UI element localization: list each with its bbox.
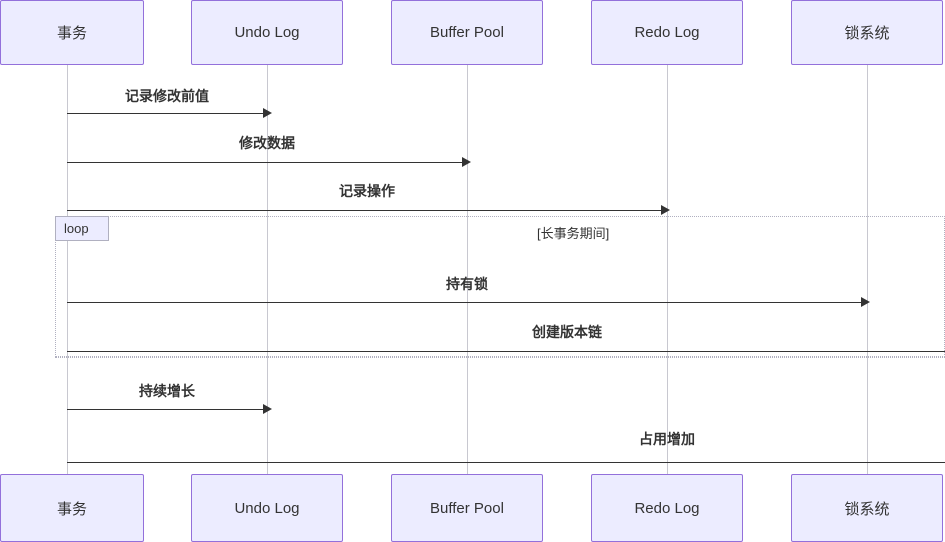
actor-box-transaction-top[interactable]: 事务 xyxy=(0,0,144,65)
message-label-usage-increase: 占用增加 xyxy=(639,431,695,447)
loop-fragment-divider xyxy=(55,357,945,358)
actor-label: Undo Log xyxy=(234,499,300,517)
actor-label: 事务 xyxy=(56,500,87,518)
actor-label: Buffer Pool xyxy=(430,499,504,517)
message-label-hold-lock: 持有锁 xyxy=(446,276,488,292)
actor-label: 锁系统 xyxy=(844,500,890,518)
message-line-record-before-value xyxy=(67,113,267,114)
message-arrow-record-operation xyxy=(661,205,670,215)
message-arrow-continuous-growth xyxy=(263,404,272,414)
message-line-record-operation xyxy=(67,210,665,211)
actor-label: 锁系统 xyxy=(844,25,890,42)
message-label-record-before-value: 记录修改前值 xyxy=(125,88,209,104)
lifeline-transaction xyxy=(67,65,68,474)
actor-box-undo-log-top[interactable]: Undo Log xyxy=(191,0,343,65)
message-label-create-version-chain: 创建版本链 xyxy=(532,324,602,340)
loop-label: loop xyxy=(64,221,89,236)
lifeline-buffer-pool xyxy=(467,65,468,474)
loop-condition: [长事务期间] xyxy=(537,226,610,241)
message-label-record-operation: 记录操作 xyxy=(339,183,395,199)
actor-box-lock-system-top[interactable]: 锁系统 xyxy=(791,0,943,65)
actor-label: Undo Log xyxy=(234,24,300,41)
actor-label: Redo Log xyxy=(634,499,700,517)
actor-box-lock-system-bottom[interactable]: 锁系统 xyxy=(791,474,943,542)
lifeline-redo-log xyxy=(667,65,668,474)
actor-box-buffer-pool-top[interactable]: Buffer Pool xyxy=(391,0,543,65)
actor-label: Redo Log xyxy=(634,24,700,41)
message-arrow-hold-lock xyxy=(861,297,870,307)
actor-label: Buffer Pool xyxy=(430,24,504,41)
message-label-modify-data: 修改数据 xyxy=(239,135,295,151)
message-line-modify-data xyxy=(67,162,466,163)
loop-label-tab: loop xyxy=(55,216,109,241)
message-arrow-record-before-value xyxy=(263,108,272,118)
actor-box-redo-log-top[interactable]: Redo Log xyxy=(591,0,743,65)
message-line-usage-increase xyxy=(67,462,945,463)
message-label-continuous-growth: 持续增长 xyxy=(139,383,195,399)
message-arrow-modify-data xyxy=(462,157,471,167)
lifeline-lock-system xyxy=(867,65,868,474)
message-line-continuous-growth xyxy=(67,409,267,410)
actor-box-buffer-pool-bottom[interactable]: Buffer Pool xyxy=(391,474,543,542)
actor-label: 事务 xyxy=(56,25,87,42)
actor-box-undo-log-bottom[interactable]: Undo Log xyxy=(191,474,343,542)
message-line-hold-lock xyxy=(67,302,865,303)
message-line-create-version-chain xyxy=(67,351,945,352)
lifeline-undo-log xyxy=(267,65,268,474)
actor-box-transaction-bottom[interactable]: 事务 xyxy=(0,474,144,542)
actor-box-redo-log-bottom[interactable]: Redo Log xyxy=(591,474,743,542)
